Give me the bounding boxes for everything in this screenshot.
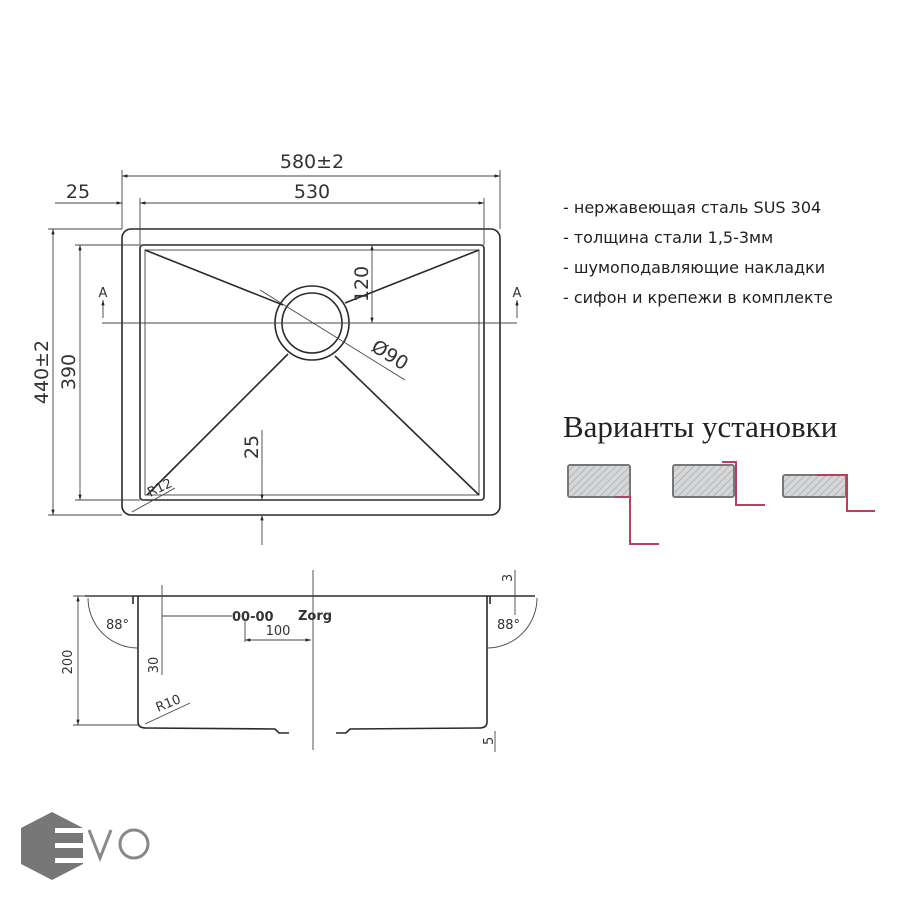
feature-item: - толщина стали 1,5-3мм xyxy=(563,228,773,247)
variant-undermount xyxy=(567,464,659,545)
feature-list: - нержавеющая сталь SUS 304 - толщина ст… xyxy=(563,198,833,307)
install-variants: Варианты установки xyxy=(563,409,875,545)
bowl-inner-outline xyxy=(144,249,480,496)
dim-height: 200 xyxy=(61,650,76,675)
section-label-right: A xyxy=(513,286,522,301)
dim-flange: 25 xyxy=(66,181,90,203)
dim-bottom-step: 5 xyxy=(482,737,497,745)
dim-drain-diameter: Ø90 xyxy=(367,336,412,375)
dim-corner-radius: R12 xyxy=(145,476,175,500)
sink-outer-outline xyxy=(121,228,501,516)
bowl-outline xyxy=(139,244,485,501)
dim-overflow-distance: 100 xyxy=(266,624,291,639)
dim-width-bowl: 530 xyxy=(294,181,330,203)
side-view: 200 88° 88° 30 00-00 Zorg 100 R10 3 5 xyxy=(61,570,538,752)
dim-depth-overall: 440±2 xyxy=(31,340,53,404)
bottom-slope-lines xyxy=(144,249,480,496)
top-view: 580±2 530 25 440±2 390 A A 120 Ø90 25 R1… xyxy=(31,151,522,545)
dim-angle-left: 88° xyxy=(106,618,129,633)
dim-width-overall: 580±2 xyxy=(280,151,344,173)
dim-bottom-margin: 25 xyxy=(241,435,263,459)
brand-stamp: Zorg xyxy=(298,609,332,624)
dim-rim-thickness: 3 xyxy=(501,574,516,582)
drain-diameter-leader xyxy=(259,289,406,381)
dim-angle-right: 88° xyxy=(497,618,520,633)
bowl-profile-left xyxy=(137,596,289,734)
dim-overflow-offset: 30 xyxy=(147,657,162,674)
bowl-profile-right xyxy=(336,596,488,734)
dim-bottom-radius: R10 xyxy=(154,692,183,715)
section-label-left: A xyxy=(99,286,108,301)
variant-flush xyxy=(672,461,765,506)
evo-logo xyxy=(21,812,150,880)
overflow-slot-label: 00-00 xyxy=(232,610,274,625)
feature-item: - шумоподавляющие накладки xyxy=(563,258,825,277)
feature-item: - нержавеющая сталь SUS 304 xyxy=(563,198,821,217)
install-heading: Варианты установки xyxy=(563,409,837,444)
feature-item: - сифон и крепежи в комплекте xyxy=(563,288,833,307)
dim-drain-offset: 120 xyxy=(351,266,373,302)
dim-depth-bowl: 390 xyxy=(58,354,80,390)
variant-overmount xyxy=(782,474,875,512)
